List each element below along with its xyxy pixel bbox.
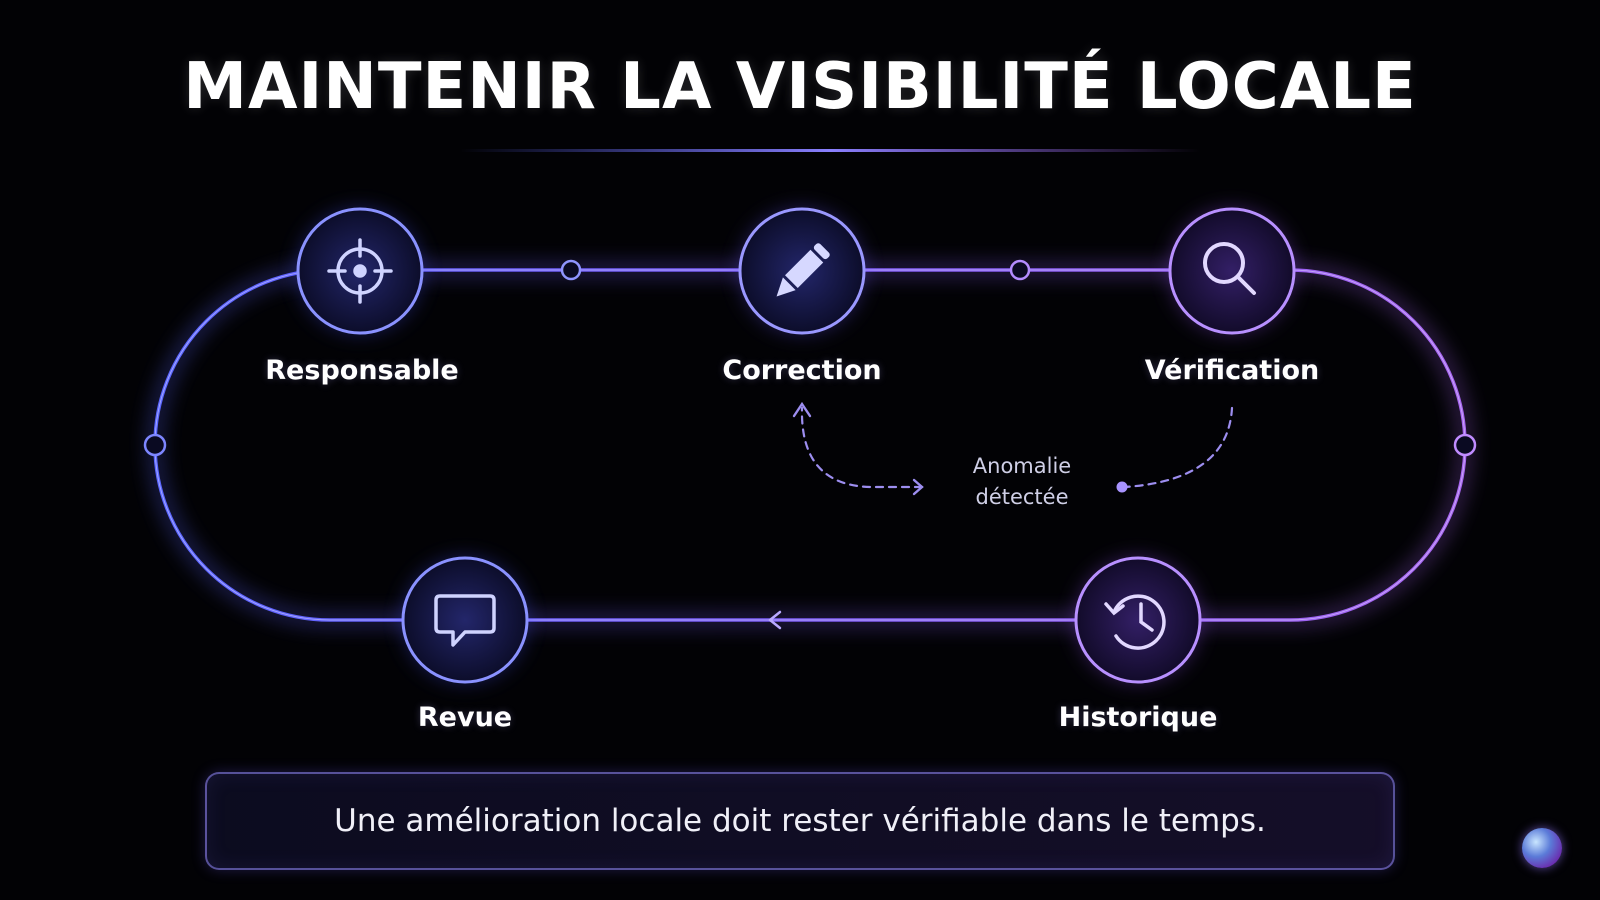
label-historique: Historique xyxy=(1058,702,1218,733)
node-responsable[interactable] xyxy=(296,207,424,335)
label-revue: Revue xyxy=(417,702,513,733)
node-historique[interactable] xyxy=(1074,556,1202,684)
direction-chevron-icon xyxy=(767,610,782,630)
label-responsable: Responsable xyxy=(265,355,459,386)
track-dot-top-left xyxy=(560,259,582,281)
magnifier-icon xyxy=(1203,242,1256,295)
anomaly-line-2: détectée xyxy=(975,485,1069,509)
node-correction[interactable] xyxy=(738,207,866,335)
track-dot-right xyxy=(1453,433,1477,457)
speech-bubble-icon xyxy=(434,594,496,647)
cycle-track xyxy=(150,265,1470,625)
pencil-icon xyxy=(776,243,830,297)
node-verification[interactable] xyxy=(1168,207,1296,335)
arrow-head-up-icon xyxy=(792,401,812,418)
anomaly-arrows xyxy=(800,406,1234,489)
title-divider xyxy=(460,149,1200,152)
crosshair-icon xyxy=(327,238,393,304)
label-correction: Correction xyxy=(722,355,882,386)
arrow-head-right-icon xyxy=(912,478,924,496)
caption-box: Une amélioration locale doit rester véri… xyxy=(205,772,1395,870)
anomaly-note: Anomalie détectée xyxy=(922,451,1122,513)
history-clock-icon xyxy=(1104,594,1166,650)
anomaly-line-1: Anomalie xyxy=(972,454,1072,478)
track-dot-top-right xyxy=(1009,259,1031,281)
anomaly-source-dot xyxy=(1116,481,1128,493)
brand-logo-icon xyxy=(1522,828,1562,868)
node-revue[interactable] xyxy=(401,556,529,684)
page-title: MAINTENIR LA VISIBILITÉ LOCALE xyxy=(183,50,1417,124)
caption-text: Une amélioration locale doit rester véri… xyxy=(334,803,1266,839)
track-dot-left xyxy=(143,433,167,457)
label-verification: Vérification xyxy=(1144,355,1320,386)
